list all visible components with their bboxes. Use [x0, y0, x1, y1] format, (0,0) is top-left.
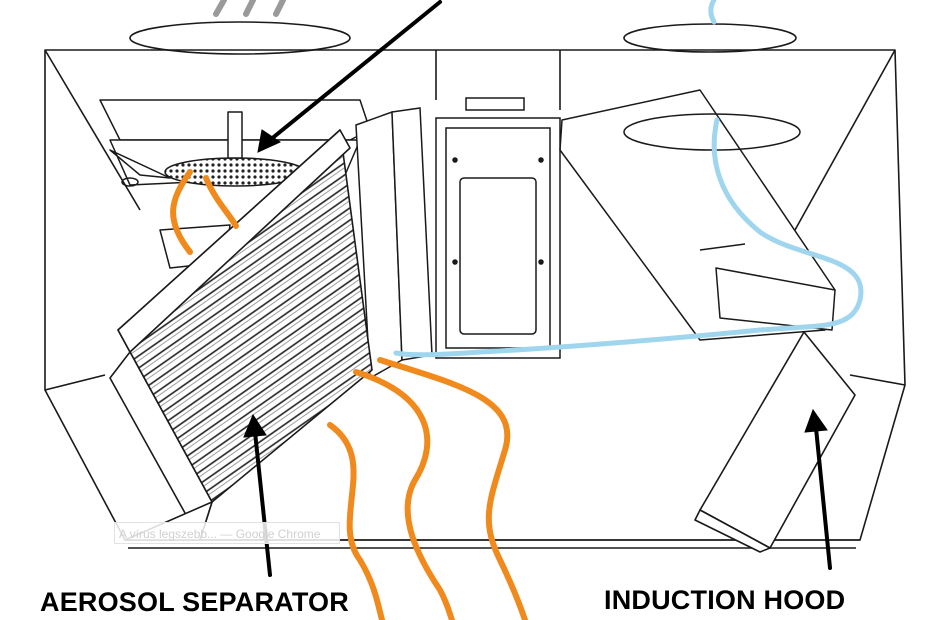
aerosol-separator — [109, 129, 373, 541]
hood-upper-section — [559, 89, 836, 341]
induction-hood-panel — [694, 331, 856, 553]
left-duct-opening — [129, 21, 351, 55]
arrow-induction-hood — [814, 426, 832, 570]
warm-flow-fan-right — [203, 175, 239, 229]
separator-frame — [355, 107, 433, 380]
top-duct-openings — [129, 21, 797, 55]
induction-hood-label: INDUCTION HOOD — [604, 585, 846, 615]
centre-panel — [435, 97, 561, 359]
right-duct-opening — [623, 23, 797, 53]
warm-air-flows — [170, 169, 528, 620]
cool-flow-top — [708, 0, 717, 25]
warm-flow-1 — [327, 422, 385, 620]
inspection-window — [459, 177, 537, 335]
browser-tooltip-watermark: A vírus legszebb... — Google Chrome — [114, 522, 340, 544]
warm-flow-fan-left — [170, 169, 193, 255]
aerosol-separator-label: AEROSOL SEPARATOR — [40, 587, 349, 617]
annotation-arrows — [243, 0, 832, 577]
exhaust-marks — [213, 0, 286, 17]
warm-flow-2 — [353, 369, 455, 620]
arrow-fan-pointer — [268, 0, 442, 142]
warm-flow-3 — [377, 357, 528, 620]
cool-flow-main — [393, 117, 864, 358]
cool-air-flow — [393, 0, 864, 358]
arrow-aerosol-separator — [253, 430, 272, 577]
